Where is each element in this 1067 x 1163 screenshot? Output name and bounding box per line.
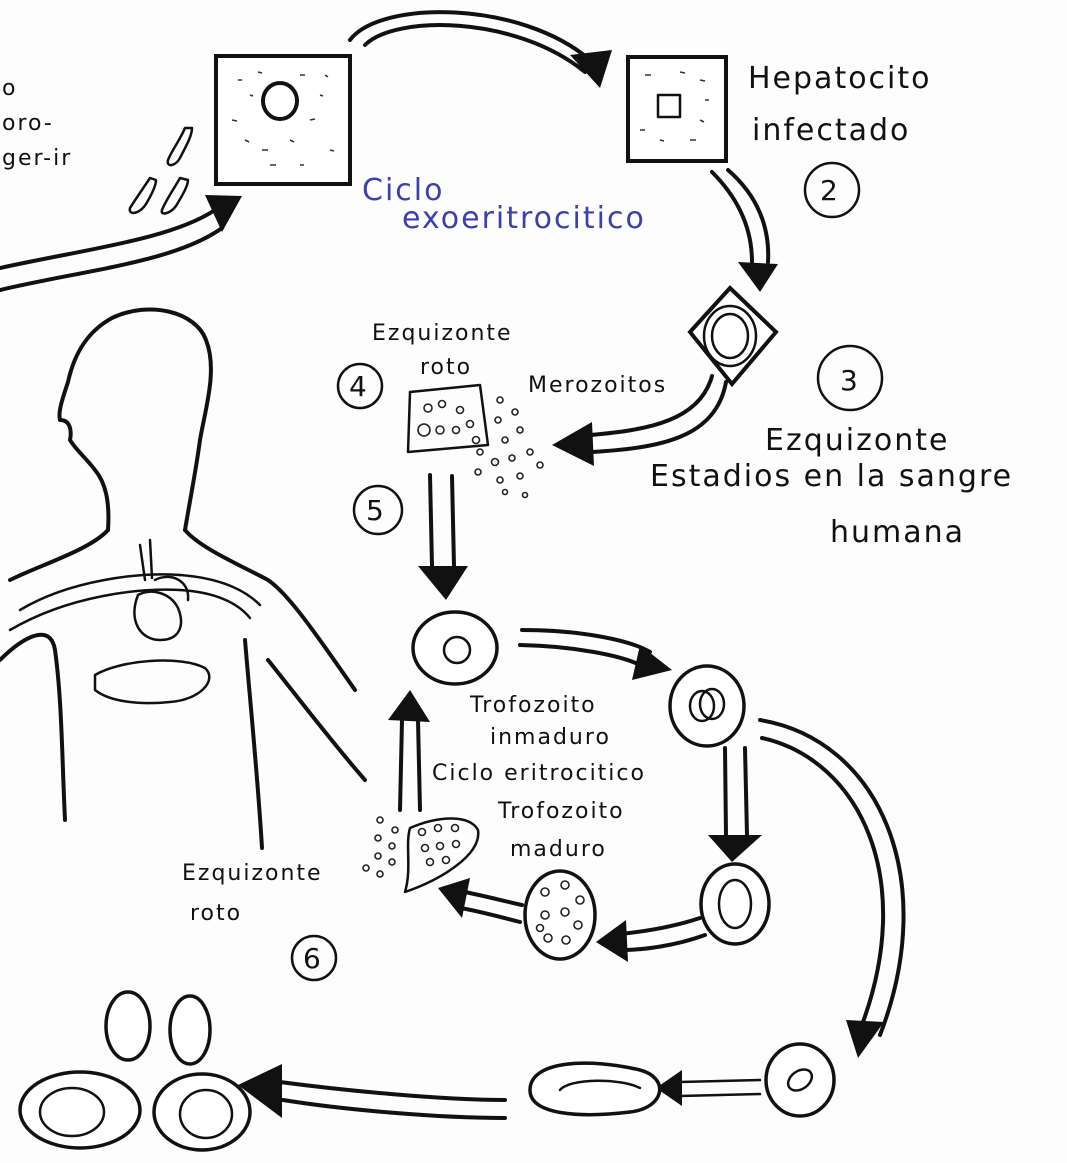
immature-trophozoite-line-1: Trofozoito [469, 693, 597, 718]
step-4-badge: 4 [338, 364, 382, 408]
hepatocyte-label-line-1: Hepatocito [748, 61, 932, 96]
step-6-badge: 6 [292, 936, 336, 980]
step-3-badge: 3 [818, 346, 882, 410]
broken-schizont-bottom-line-2: roto [190, 901, 242, 926]
arrow-to-ring-stage [418, 475, 468, 600]
arrow-to-gametocyte [760, 720, 904, 1058]
blood-stages-line-2: humana [830, 515, 965, 550]
mature-trophozoite-cell-icon [701, 864, 769, 944]
fragment-line-2: oro- [2, 111, 54, 136]
step-5-badge: 5 [354, 486, 402, 534]
step-2-number: 2 [820, 174, 838, 207]
hepatocyte-label-line-2: infectado [752, 113, 910, 148]
mature-gametocytes-icon [20, 992, 250, 1150]
arrow-to-mature-trophozoite [708, 748, 762, 862]
arrow-to-hepatocyte [350, 12, 612, 88]
immature-trophozoite-cell-icon [670, 666, 744, 746]
arrow-to-mature-gametocytes [238, 1064, 505, 1118]
arrow-to-schizont [712, 170, 778, 292]
step-5-number: 5 [366, 494, 384, 527]
step-4-number: 4 [349, 370, 367, 403]
early-gametocyte-cell-icon [766, 1044, 834, 1116]
elongating-gametocyte-icon [530, 1063, 660, 1115]
fragment-line-3: ger-ir [2, 146, 72, 171]
erythrocytic-cycle-label: Ciclo eritrocitico [432, 761, 646, 786]
schizont-label: Ezquizonte [765, 423, 949, 458]
broken-schizont-bottom-line-1: Ezquizonte [182, 861, 323, 886]
ring-stage-cell-icon [413, 612, 497, 684]
sporozoites-icon [130, 128, 192, 213]
step-2-badge: 2 [805, 163, 859, 217]
ruptured-schizont-bottom-icon [363, 817, 478, 892]
mature-trophozoite-line-1: Trofozoito [497, 799, 625, 824]
schizont-icon [690, 288, 776, 384]
step-6-number: 6 [303, 942, 321, 975]
arrow-back-to-ring [388, 690, 430, 810]
exo-cycle-label-line-2: exoeritrocitico [402, 201, 646, 236]
step-3-number: 3 [840, 364, 858, 397]
arrow-between-gametocytes [656, 1070, 760, 1106]
mature-trophozoite-line-2: maduro [510, 837, 607, 862]
broken-schizont-top-line-2: roto [420, 355, 472, 380]
merozoites-label: Merozoitos [528, 373, 667, 398]
arrow-to-ruptured-schizont [438, 878, 522, 922]
blood-schizont-icon [525, 871, 595, 959]
immature-trophozoite-line-2: inmaduro [490, 725, 611, 750]
human-figure-icon [0, 309, 365, 848]
blood-stages-line-1: Estadios en la sangre [650, 459, 1013, 494]
arrow-into-liver [0, 195, 242, 290]
broken-schizont-top-line-1: Ezquizonte [372, 321, 513, 346]
top-left-fragment: o oro- ger-ir [2, 76, 72, 171]
arrow-ring-to-trophozoite [520, 630, 672, 680]
liver-cell-icon [216, 56, 350, 184]
fragment-line-1: o [2, 76, 17, 101]
arrow-to-schizont-blood [596, 918, 705, 962]
infected-hepatocyte-icon [628, 57, 726, 161]
